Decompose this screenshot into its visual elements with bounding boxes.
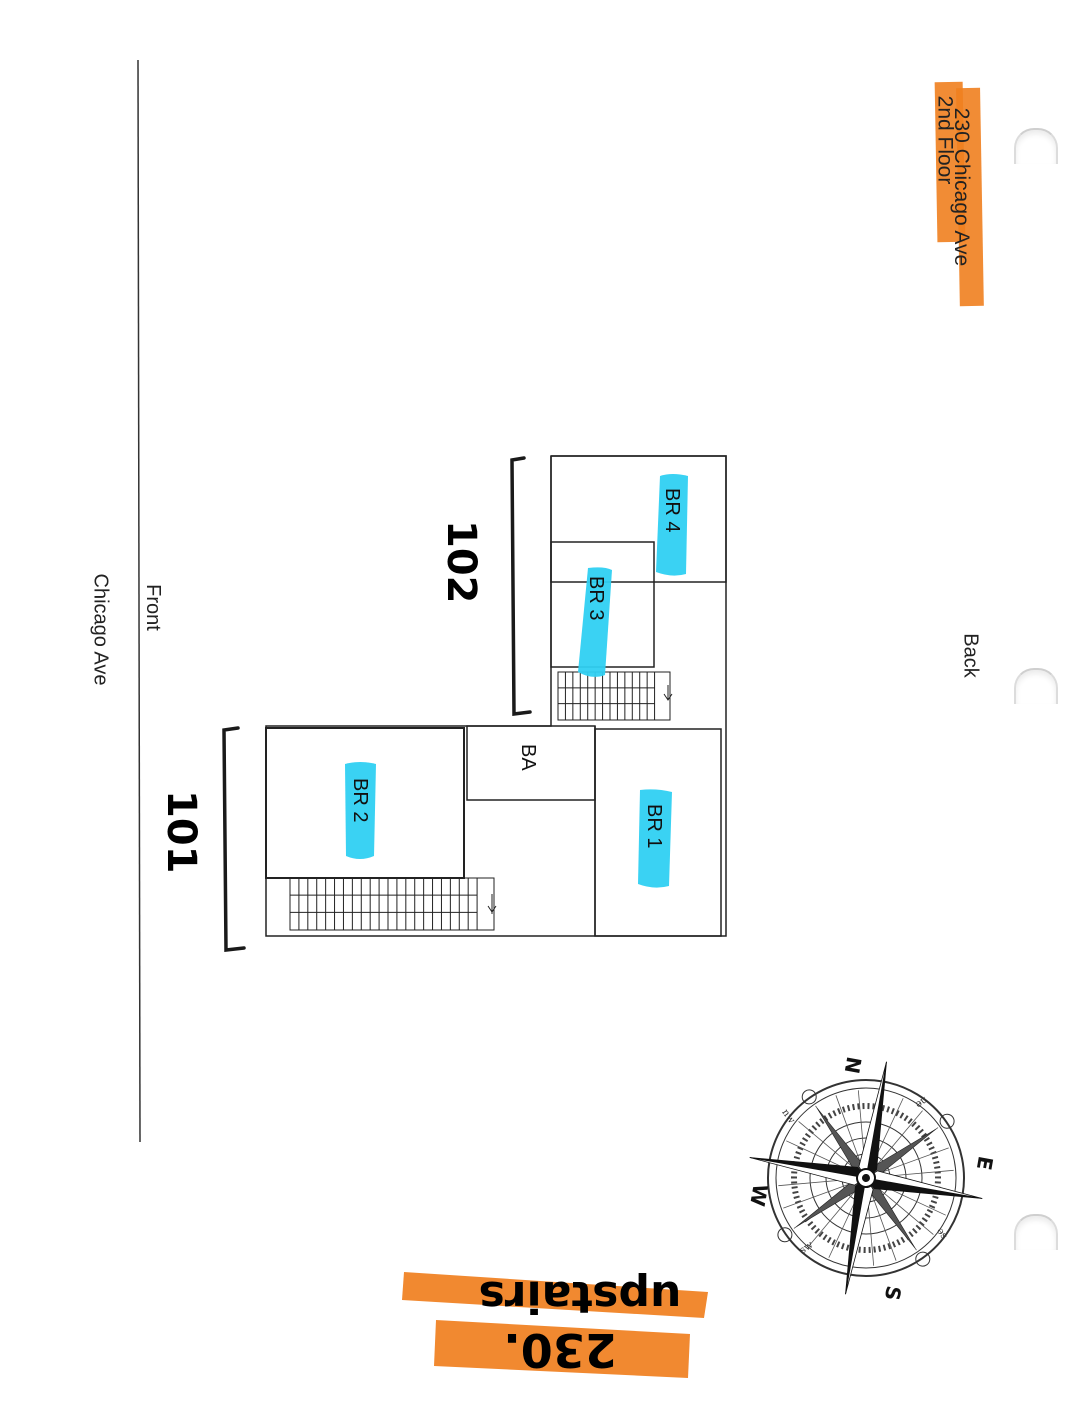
back-label: Back	[959, 633, 982, 677]
stairs-lower	[289, 877, 497, 931]
room-ba-outline	[466, 725, 596, 801]
compass-ne-label: ne	[913, 1094, 929, 1110]
unit-102-number: 102	[438, 520, 484, 604]
building-outline	[265, 455, 727, 937]
unit-101-number: 101	[158, 790, 204, 874]
back-label-text: Back	[959, 633, 982, 678]
street-label-text: Chicago Ave	[89, 573, 112, 686]
compass-south-label: S	[880, 1284, 906, 1302]
room-label-ba: BA	[517, 744, 539, 771]
front-label: Front	[141, 584, 164, 631]
compass-rose-icon	[749, 1061, 983, 1295]
front-property-line	[137, 59, 141, 1143]
compass-sw-label: sw	[798, 1239, 816, 1256]
compass-north-label: N	[840, 1055, 867, 1076]
address-line-2-text: 2nd Floor	[933, 95, 957, 185]
binder-hole-middle	[1014, 668, 1058, 704]
room-label-br1: BR 1	[643, 804, 665, 848]
room-br4-outline	[550, 455, 727, 583]
handwritten-note-line1: 230.	[503, 1323, 617, 1377]
street-label: Chicago Ave	[88, 574, 111, 686]
handwritten-note-highlight	[402, 1272, 708, 1378]
stairs-upper	[557, 671, 673, 721]
binder-hole-top	[1014, 128, 1058, 164]
front-label-text: Front	[141, 584, 164, 631]
room-label-br4: BR 4	[661, 488, 683, 532]
compass-se-label: se	[934, 1226, 949, 1241]
room-label-br2: BR 2	[349, 778, 371, 822]
handwritten-note-line2: upstairs	[479, 1271, 682, 1322]
room-label-br3: BR 3	[585, 576, 607, 620]
compass-west-label: W	[745, 1182, 772, 1208]
room-highlights	[345, 474, 688, 888]
address-line-2: 2nd Floor	[932, 96, 956, 185]
address-highlight	[934, 81, 984, 307]
compass-east-label: E	[972, 1154, 998, 1172]
binder-hole-bottom	[1014, 1214, 1058, 1250]
unit-101-bracket	[222, 726, 246, 952]
unit-102-bracket	[510, 456, 532, 716]
